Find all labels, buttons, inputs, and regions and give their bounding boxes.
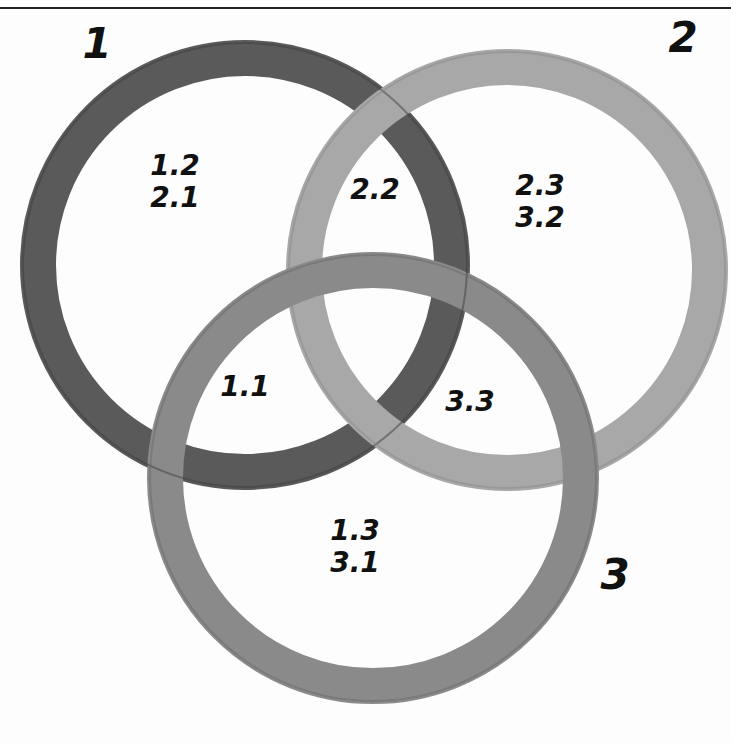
- region-label: 1.2 2.1: [140, 150, 210, 214]
- region-label: 3.3: [445, 386, 495, 418]
- ring-three-edge: [150, 255, 596, 701]
- region-label: 1.3 3.1: [320, 515, 390, 579]
- ring-two-edge: [289, 52, 725, 488]
- region-label: 2.3 3.2: [505, 170, 575, 234]
- ring-one-edge: [23, 43, 467, 487]
- ring-number: 3: [600, 551, 629, 599]
- region-label: 1.1: [220, 371, 270, 403]
- ring-number: 2: [668, 14, 697, 62]
- region-label: 2.2: [350, 174, 400, 206]
- ring-three: [165, 270, 581, 686]
- ring-number: 1: [82, 20, 111, 68]
- top-rule: [0, 7, 731, 9]
